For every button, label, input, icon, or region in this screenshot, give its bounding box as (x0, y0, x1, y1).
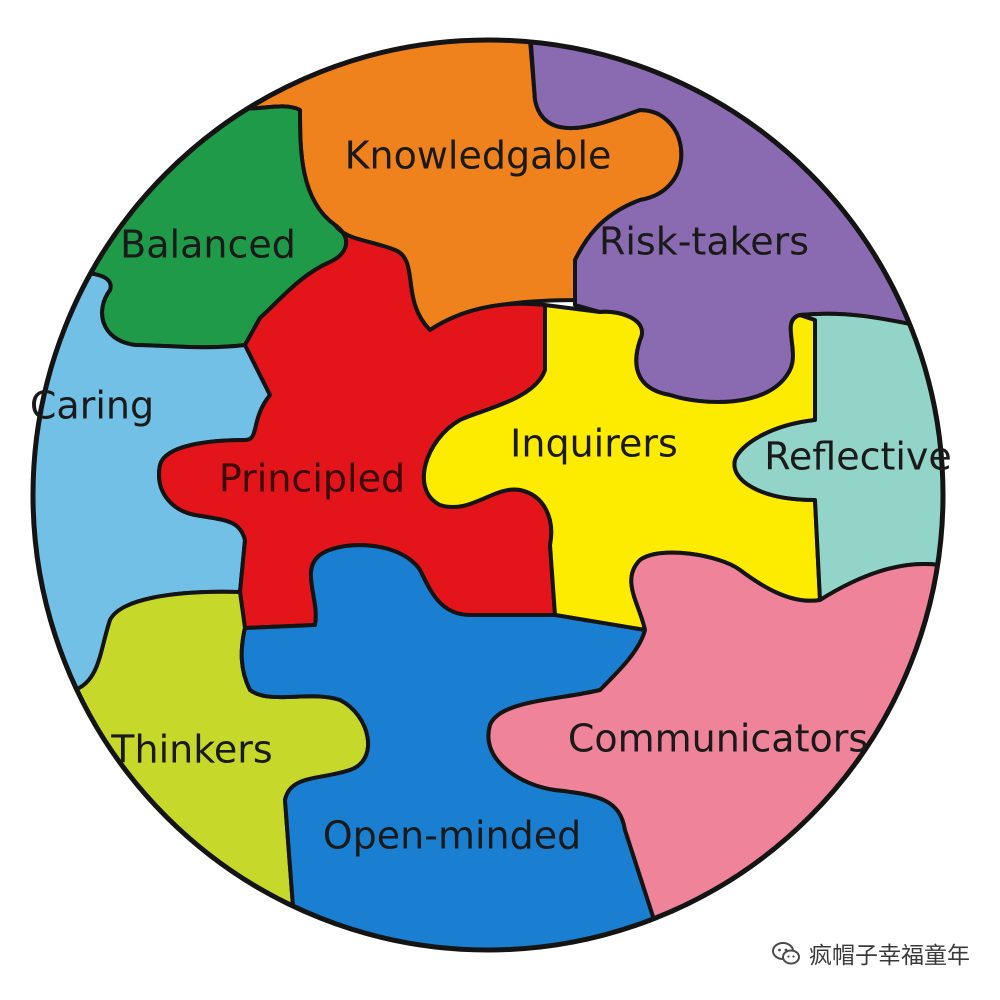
wechat-icon (772, 942, 800, 965)
label-communicators: Communicators (568, 717, 868, 761)
outer-circle (30, 37, 946, 953)
label-thinkers: Thinkers (110, 728, 272, 772)
label-inquirers: Inquirers (510, 422, 678, 466)
label-balanced: Balanced (120, 223, 296, 267)
label-open-minded: Open-minded (323, 814, 582, 858)
watermark: 疯帽子幸福童年 (771, 936, 970, 970)
label-risk-takers: Risk-takers (599, 220, 809, 264)
label-knowledgable: Knowledgable (345, 134, 612, 178)
label-reflective: Reflective (764, 435, 952, 479)
label-principled: Principled (219, 457, 405, 501)
watermark-text: 疯帽子幸福童年 (809, 943, 970, 969)
label-caring: Caring (30, 384, 154, 428)
